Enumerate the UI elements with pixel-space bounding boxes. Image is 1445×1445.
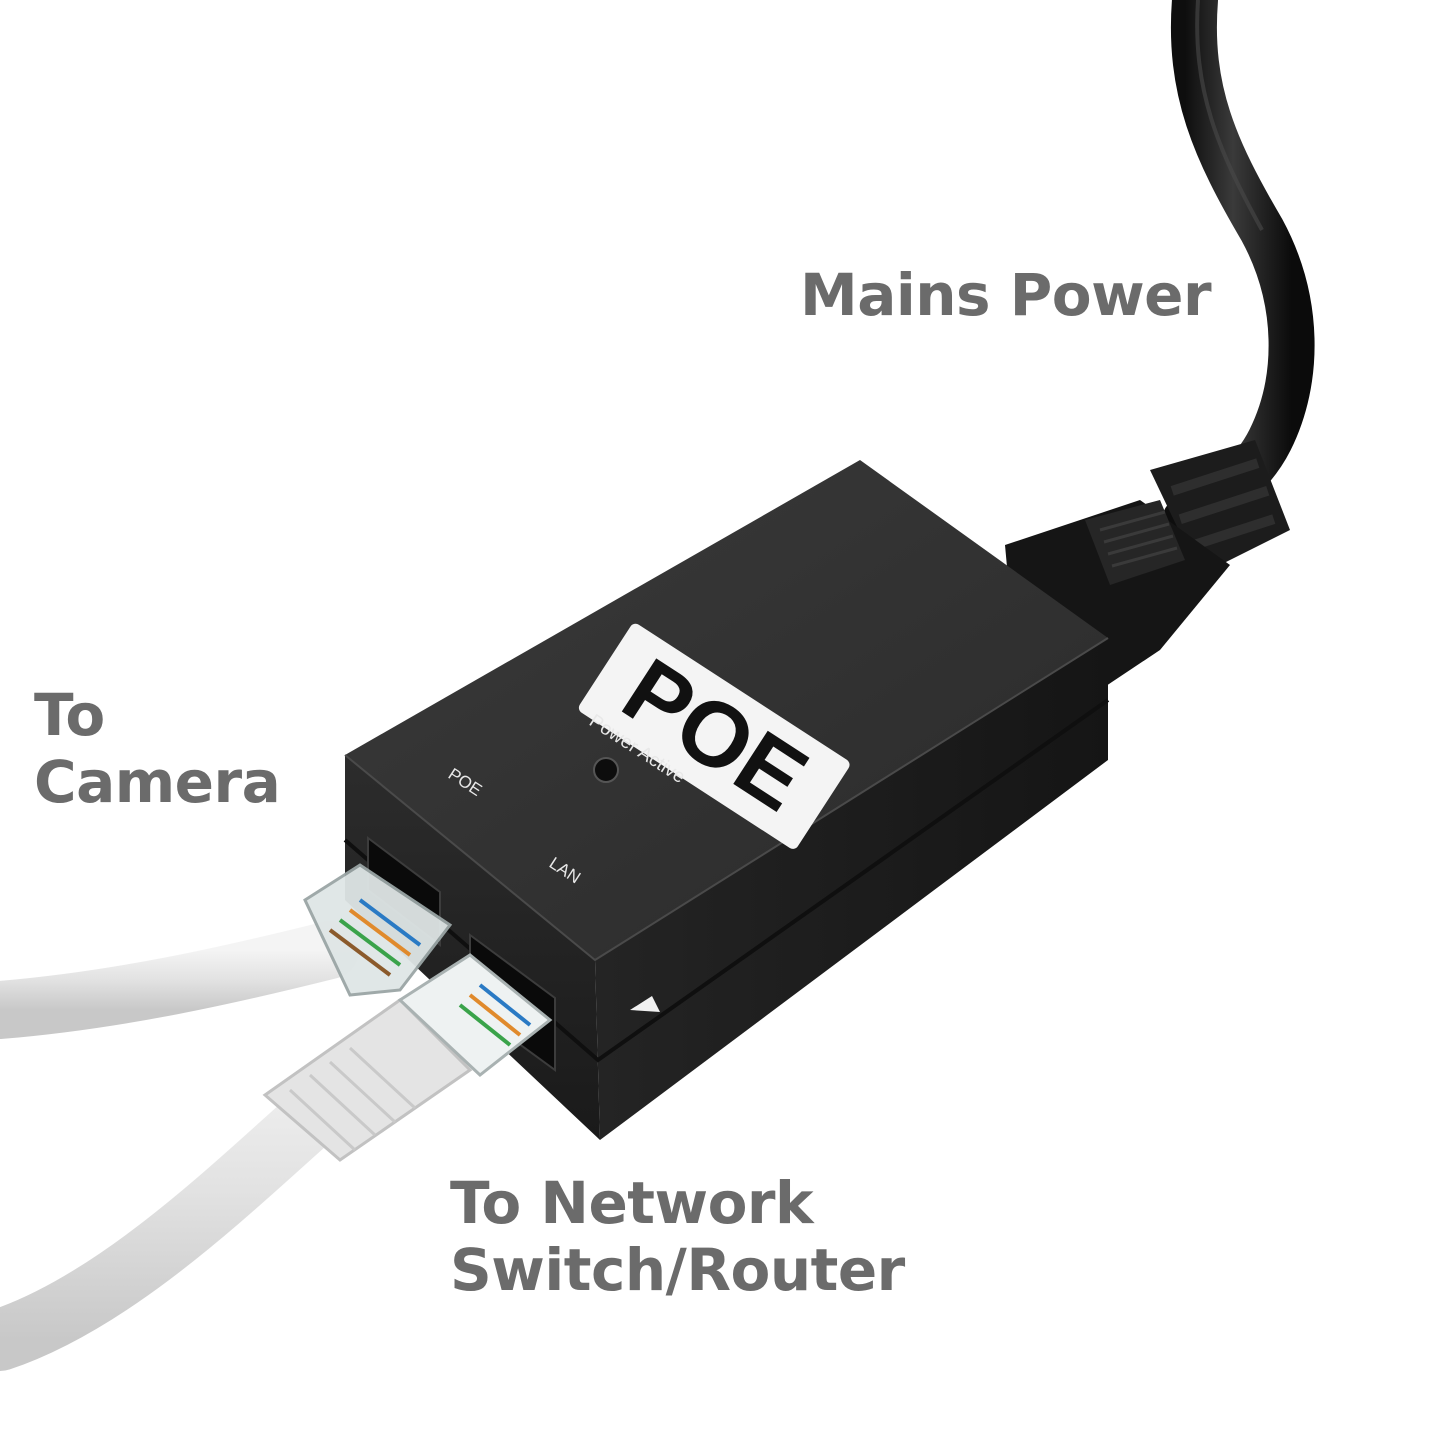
network-ethernet-cable bbox=[0, 953, 553, 1371]
power-led bbox=[593, 757, 619, 783]
to-camera-caption-line-2: Camera bbox=[34, 748, 281, 817]
to-network-caption-line-1: To Network bbox=[450, 1169, 814, 1237]
mains-power-cable bbox=[1005, 0, 1315, 690]
mains-power-caption-line: Mains Power bbox=[800, 261, 1212, 329]
to-camera-caption-line-1: To bbox=[34, 681, 105, 749]
arrow-marker bbox=[630, 996, 660, 1012]
to-camera-caption: To Camera bbox=[34, 681, 281, 817]
camera-ethernet-cable bbox=[0, 863, 453, 1039]
to-network-caption-line-2: Switch/Router bbox=[450, 1236, 905, 1305]
to-network-caption: To Network Switch/Router bbox=[450, 1169, 905, 1305]
poe-injector-body: POE Power Active POE LAN bbox=[343, 460, 1110, 1140]
mains-power-caption: Mains Power bbox=[800, 261, 1212, 329]
